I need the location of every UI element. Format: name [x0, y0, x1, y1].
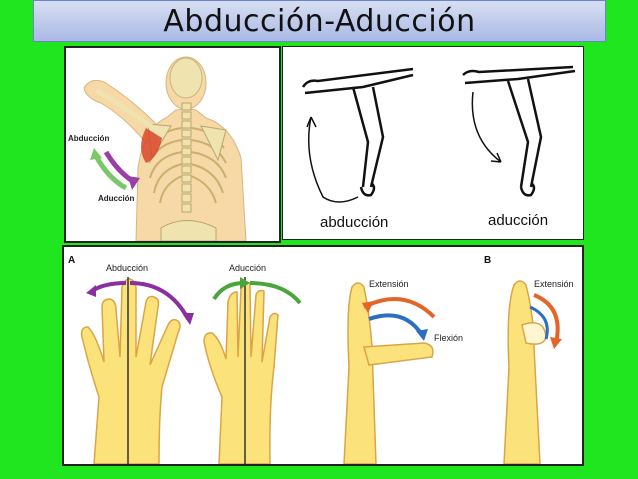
extension-arc-orange: [363, 297, 436, 319]
hand-side-flexion: [343, 282, 434, 464]
arm-sketches: abducción aducción: [301, 65, 576, 231]
pelvis-bone: [160, 220, 217, 241]
skull-shape: [169, 57, 203, 99]
extension-arc-blue-b: [529, 305, 549, 340]
abduction-caption: abducción: [320, 214, 388, 231]
abduction-label: Abducción: [68, 134, 109, 143]
abduction-arrow: [93, 154, 128, 191]
spine-bones: [181, 102, 192, 213]
hand-illustrations: A B Abducción Aducción Extensión Flexió: [68, 255, 574, 464]
humerus-bone: [94, 87, 158, 133]
shoulder-illustration: Abducción Aducción: [68, 56, 247, 241]
hand3-top-label: Extensión: [369, 279, 409, 289]
abduction-arc-purple: [129, 281, 190, 320]
arm-drawings-panel: abducción aducción: [282, 46, 584, 240]
extension-arc-orange-b: [533, 293, 560, 344]
right-scapula: [200, 125, 227, 162]
hand-side-extension: [503, 280, 547, 464]
hand-motions-panel: A B Abducción Aducción Extensión Flexió: [62, 245, 584, 466]
hand2-label: Aducción: [229, 263, 266, 273]
section-b-label: B: [484, 255, 491, 266]
right-arm-sketch: [462, 65, 576, 197]
adduction-label: Aducción: [98, 194, 135, 203]
flexion-arc-blue: [368, 313, 424, 337]
slide-title: Abducción-Aducción: [163, 3, 476, 39]
section-a-label: A: [68, 255, 75, 266]
hand3-bottom-label: Flexión: [434, 333, 463, 343]
title-bar: Abducción-Aducción: [33, 0, 606, 42]
hand1-label: Abducción: [106, 263, 148, 273]
shoulder-anatomy-panel: Abducción Aducción: [64, 46, 281, 243]
left-arm-sketch: [301, 67, 414, 203]
deltoid-muscle: [141, 128, 162, 163]
adduction-caption: aducción: [488, 212, 548, 229]
hand4-label: Extensión: [534, 279, 574, 289]
hand-abduction: [80, 278, 181, 464]
hand-adduction: [203, 281, 279, 464]
